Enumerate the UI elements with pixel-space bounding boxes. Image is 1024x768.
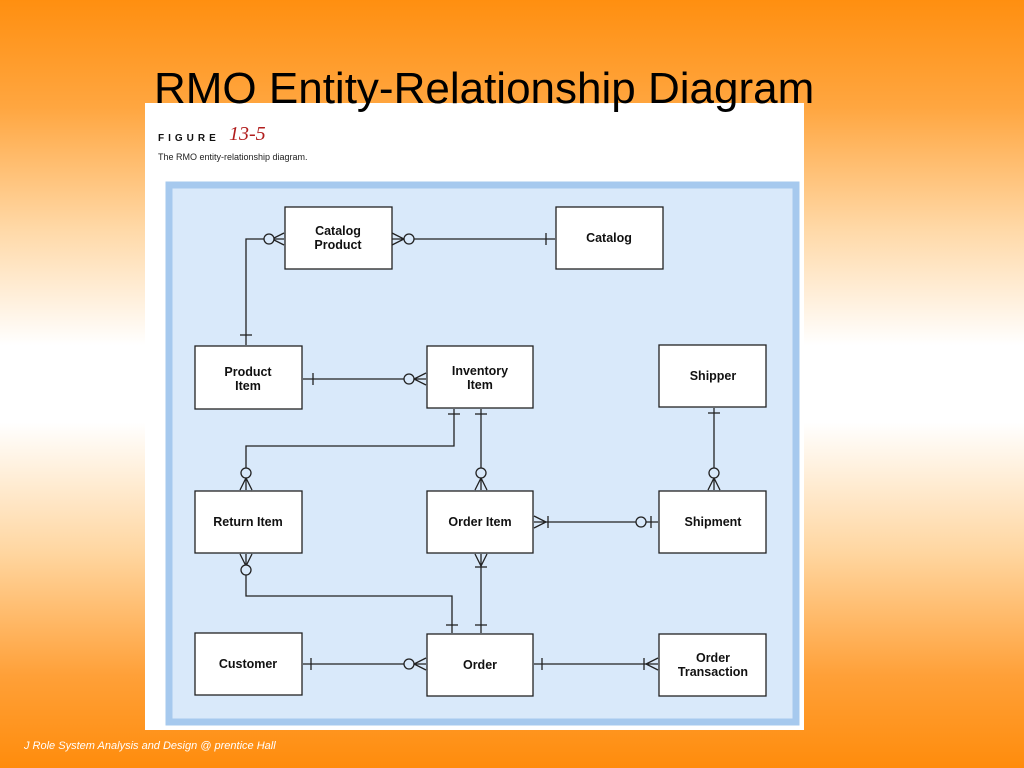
entity-label: Product <box>314 238 362 252</box>
rel-orderitem-bottom-crowsfoot <box>474 553 488 568</box>
rel-shipment-top-zero-circle <box>708 467 720 479</box>
entity-label: Product <box>224 365 272 379</box>
relationship-lines <box>239 232 721 671</box>
entity-catalog: Catalog <box>555 206 664 270</box>
figure-caption: The RMO entity-relationship diagram. <box>158 152 308 162</box>
rel-returnitem-bottom-zero-circle <box>240 564 252 576</box>
figure-number: 13-5 <box>229 123 266 145</box>
figure-panel: FIGURE 13-5 The RMO entity-relationship … <box>145 103 804 730</box>
entity-label: Item <box>235 379 261 393</box>
rel-orderitem-right-crowsfoot <box>533 515 548 529</box>
entity-label: Item <box>467 378 493 392</box>
rel-shipment-left-zero-circle <box>635 516 647 528</box>
entity-label: Return Item <box>213 515 282 529</box>
entity-shipper: Shipper <box>658 344 767 408</box>
entity-customer: Customer <box>194 632 303 696</box>
figure-label: FIGURE <box>158 133 220 144</box>
entity-label: Catalog <box>586 231 632 245</box>
rel-inventoryitem-zero-circle <box>403 373 415 385</box>
footer-credit: J Role System Analysis and Design @ pren… <box>24 740 276 752</box>
entity-label: Order Item <box>448 515 511 529</box>
rel-order-left-zero-circle <box>403 658 415 670</box>
entity-label: Shipper <box>690 369 737 383</box>
entity-shipment: Shipment <box>658 490 767 554</box>
rel-catalogproduct-zero-circle <box>403 233 415 245</box>
rel-returnitem-top-zero-circle <box>240 467 252 479</box>
entity-order-item: Order Item <box>426 490 534 554</box>
entity-label: Order <box>696 651 730 665</box>
rel-ordertransaction-crowsfoot <box>644 657 659 671</box>
entity-label: Shipment <box>685 515 743 529</box>
slide-title: RMO Entity-Relationship Diagram <box>154 64 815 113</box>
entity-label: Customer <box>219 657 277 671</box>
rel-orderitem-top-zero-circle <box>475 467 487 479</box>
entity-label: Inventory <box>452 364 508 378</box>
entity-order: Order <box>426 633 534 697</box>
entity-label: Order <box>463 658 497 672</box>
entity-return-item: Return Item <box>194 490 303 554</box>
rel-catalogproduct-left-zero-circle <box>263 233 275 245</box>
entity-label: Catalog <box>315 224 361 238</box>
entity-label: Transaction <box>678 665 748 679</box>
